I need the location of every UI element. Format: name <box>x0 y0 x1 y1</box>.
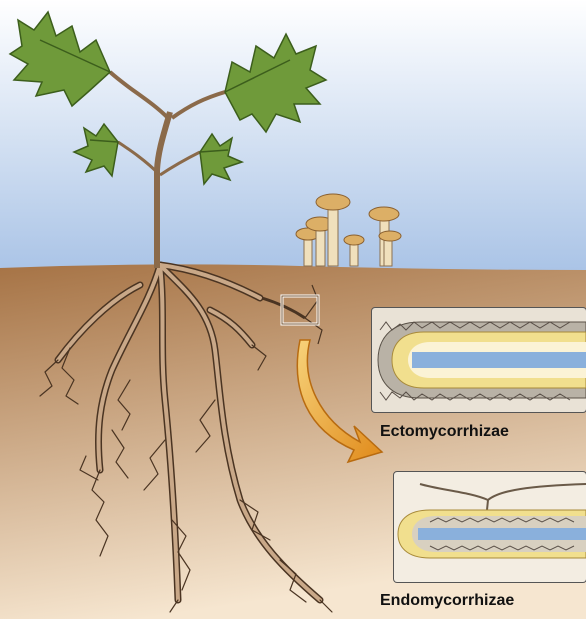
endo-root-stele <box>418 528 586 540</box>
endo-inset <box>394 472 586 582</box>
ecto-root-stele <box>412 352 586 368</box>
ectomycorrhizae-label: Ectomycorrhizae <box>380 423 509 441</box>
ecto-inset <box>372 308 586 412</box>
endomycorrhizae-label: Endomycorrhizae <box>380 592 514 610</box>
